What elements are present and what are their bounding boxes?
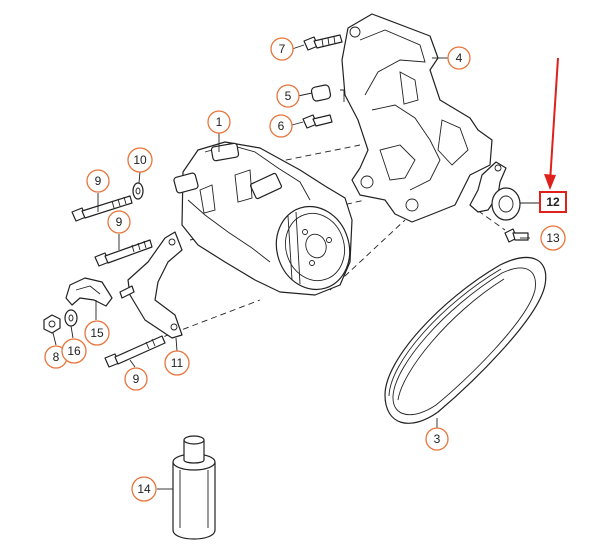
tensioner-12-part bbox=[469, 161, 540, 221]
callout-9b: 9 bbox=[107, 210, 131, 234]
sleeve-5-part bbox=[310, 84, 345, 102]
callout-label: 9 bbox=[116, 215, 123, 229]
nut-8-part bbox=[43, 314, 61, 334]
callout-label: 8 bbox=[53, 350, 60, 364]
callout-label: 7 bbox=[279, 42, 286, 56]
bolt-7-part bbox=[303, 34, 343, 51]
callout-16: 16 bbox=[61, 338, 87, 364]
callout-15: 15 bbox=[84, 320, 110, 346]
callout-10: 10 bbox=[127, 147, 153, 173]
leader-lines bbox=[52, 44, 530, 490]
callout-label: 4 bbox=[456, 51, 463, 65]
highlight-arrow bbox=[544, 57, 559, 190]
oil-can-part bbox=[172, 435, 216, 540]
callout-label: 13 bbox=[546, 231, 560, 245]
callout-5: 5 bbox=[276, 84, 300, 108]
callout-label: 1 bbox=[216, 115, 223, 129]
callout-label: 11 bbox=[171, 356, 184, 370]
bracket-11-part bbox=[127, 231, 183, 339]
callout-9a: 9 bbox=[86, 169, 110, 193]
callout-label: 14 bbox=[137, 482, 151, 496]
bolt-9a-part bbox=[71, 195, 133, 222]
bolt-6-part bbox=[302, 114, 333, 129]
callout-13: 13 bbox=[540, 225, 566, 251]
callout-6: 6 bbox=[269, 114, 293, 138]
callout-7: 7 bbox=[270, 37, 294, 61]
callout-label: 9 bbox=[95, 174, 102, 188]
callout-label: 6 bbox=[278, 119, 285, 133]
washer-10-part bbox=[132, 182, 144, 200]
clamp-15-part bbox=[65, 277, 135, 307]
callout-label: 12 bbox=[546, 195, 560, 209]
callout-label: 5 bbox=[285, 89, 292, 103]
washer-16-part bbox=[64, 309, 78, 327]
callout-3: 3 bbox=[425, 427, 449, 451]
callout-label: 15 bbox=[90, 326, 104, 340]
callout-1: 1 bbox=[207, 110, 231, 134]
callout-9c: 9 bbox=[124, 367, 148, 391]
compressor-part bbox=[173, 141, 353, 296]
callout-label: 10 bbox=[133, 153, 147, 167]
callout-11: 11 bbox=[164, 350, 190, 376]
callout-12-highlighted: 12 bbox=[539, 191, 567, 213]
callout-4: 4 bbox=[447, 46, 471, 70]
bracket-part bbox=[341, 13, 493, 223]
callout-label: 16 bbox=[67, 344, 81, 358]
bolt-9c-part bbox=[104, 335, 166, 368]
callout-label: 9 bbox=[133, 372, 140, 386]
bolt-9b-part bbox=[94, 239, 153, 267]
callout-label: 3 bbox=[434, 432, 441, 446]
callout-14: 14 bbox=[131, 476, 157, 502]
drive-belt-part bbox=[384, 257, 547, 424]
bolt-13-part bbox=[504, 228, 529, 243]
